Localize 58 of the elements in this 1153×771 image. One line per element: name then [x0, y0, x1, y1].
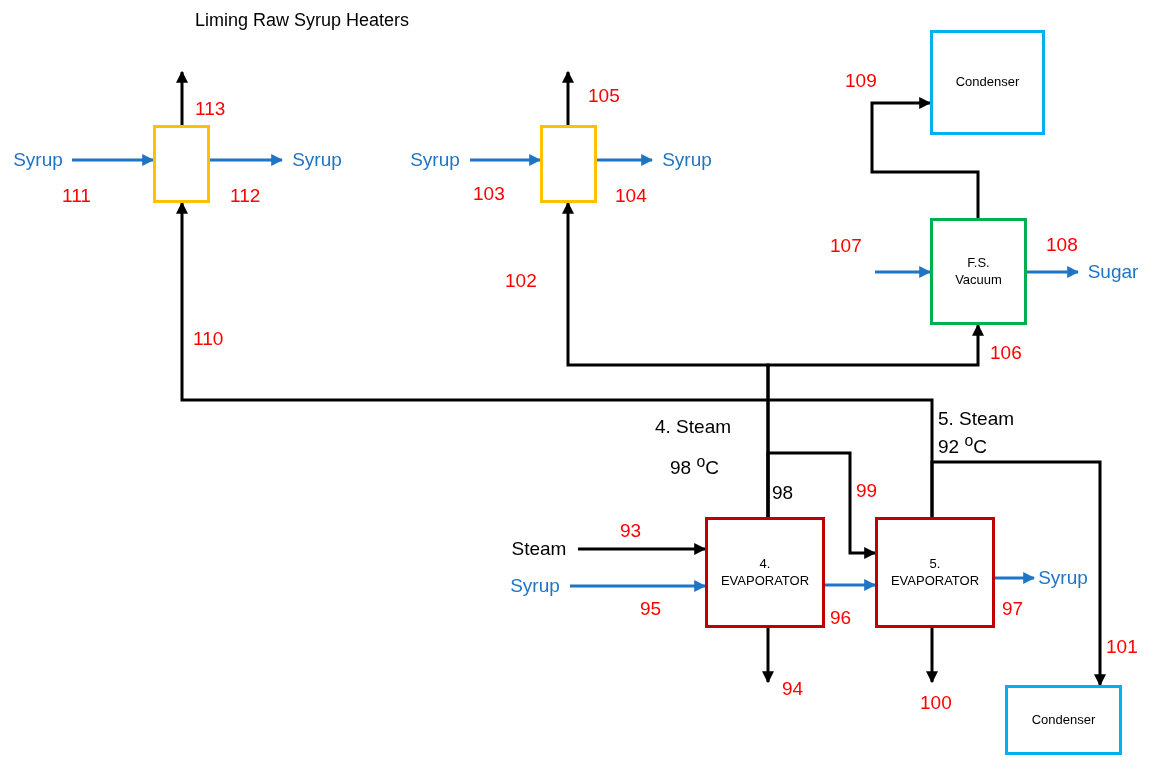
stream-number: 112: [230, 185, 261, 207]
stream-number: 94: [782, 678, 804, 700]
arrow: [875, 266, 932, 278]
heater-box: [540, 125, 597, 203]
arrow: [926, 628, 938, 684]
stream-label: Steam: [500, 537, 578, 561]
stream-number: 107: [830, 235, 862, 257]
stream-label: Sugar: [1078, 260, 1148, 284]
arrow: [176, 70, 188, 125]
stream-number: 103: [473, 183, 505, 205]
stream-number: 105: [588, 85, 620, 107]
stream-number: 108: [1046, 234, 1078, 256]
stream-label: Syrup: [400, 148, 470, 172]
stream-number: 109: [845, 70, 877, 92]
vacuum-pan-box: F.S. Vacuum: [930, 218, 1027, 325]
evaporator-box: 4. EVAPORATOR: [705, 517, 825, 628]
arrow: [570, 580, 707, 592]
stream-number: 110: [193, 328, 224, 350]
arrow: [562, 70, 574, 125]
stream-label: Syrup: [282, 148, 352, 172]
stream-number: 97: [1002, 598, 1024, 620]
evaporator-box: 5. EVAPORATOR: [875, 517, 995, 628]
steam-label: 98 $^{o}$C: [670, 453, 719, 480]
stream-number: 99: [856, 480, 878, 502]
steam-label: 5. Steam: [938, 408, 1015, 430]
steam-label: 98: [772, 482, 794, 504]
stream-number: 100: [920, 692, 952, 714]
arrow: [870, 97, 980, 218]
arrow: [72, 154, 155, 166]
condenser-box: Condenser: [930, 30, 1045, 135]
arrow: [578, 543, 707, 555]
stream-number: 113: [195, 98, 226, 120]
arrow: [825, 579, 877, 591]
arrow: [766, 451, 877, 559]
stream-number: 96: [830, 607, 852, 629]
stream-label: Syrup: [500, 574, 570, 598]
arrow: [995, 572, 1036, 584]
stream-label: Syrup: [4, 148, 72, 172]
condenser-box: Condenser: [1005, 685, 1122, 755]
stream-number: 101: [1106, 636, 1138, 658]
stream-number: 93: [620, 520, 642, 542]
arrow: [930, 460, 1106, 687]
stream-number: 95: [640, 598, 662, 620]
stream-number: 104: [615, 185, 647, 207]
steam-label: 92 $^{o}$C: [938, 432, 987, 459]
arrow: [1027, 266, 1080, 278]
arrow: [597, 154, 654, 166]
stream-number: 106: [990, 342, 1022, 364]
arrow: [210, 154, 284, 166]
arrow: [762, 628, 774, 684]
steam-label: 4. Steam: [655, 416, 732, 438]
stream-label: Syrup: [652, 148, 722, 172]
stream-number: 102: [505, 270, 537, 292]
arrow: [470, 154, 542, 166]
stream-number: 111: [62, 185, 91, 207]
heater-box: [153, 125, 210, 203]
diagram-title: Liming Raw Syrup Heaters: [195, 10, 410, 31]
stream-label: Syrup: [1034, 566, 1092, 590]
